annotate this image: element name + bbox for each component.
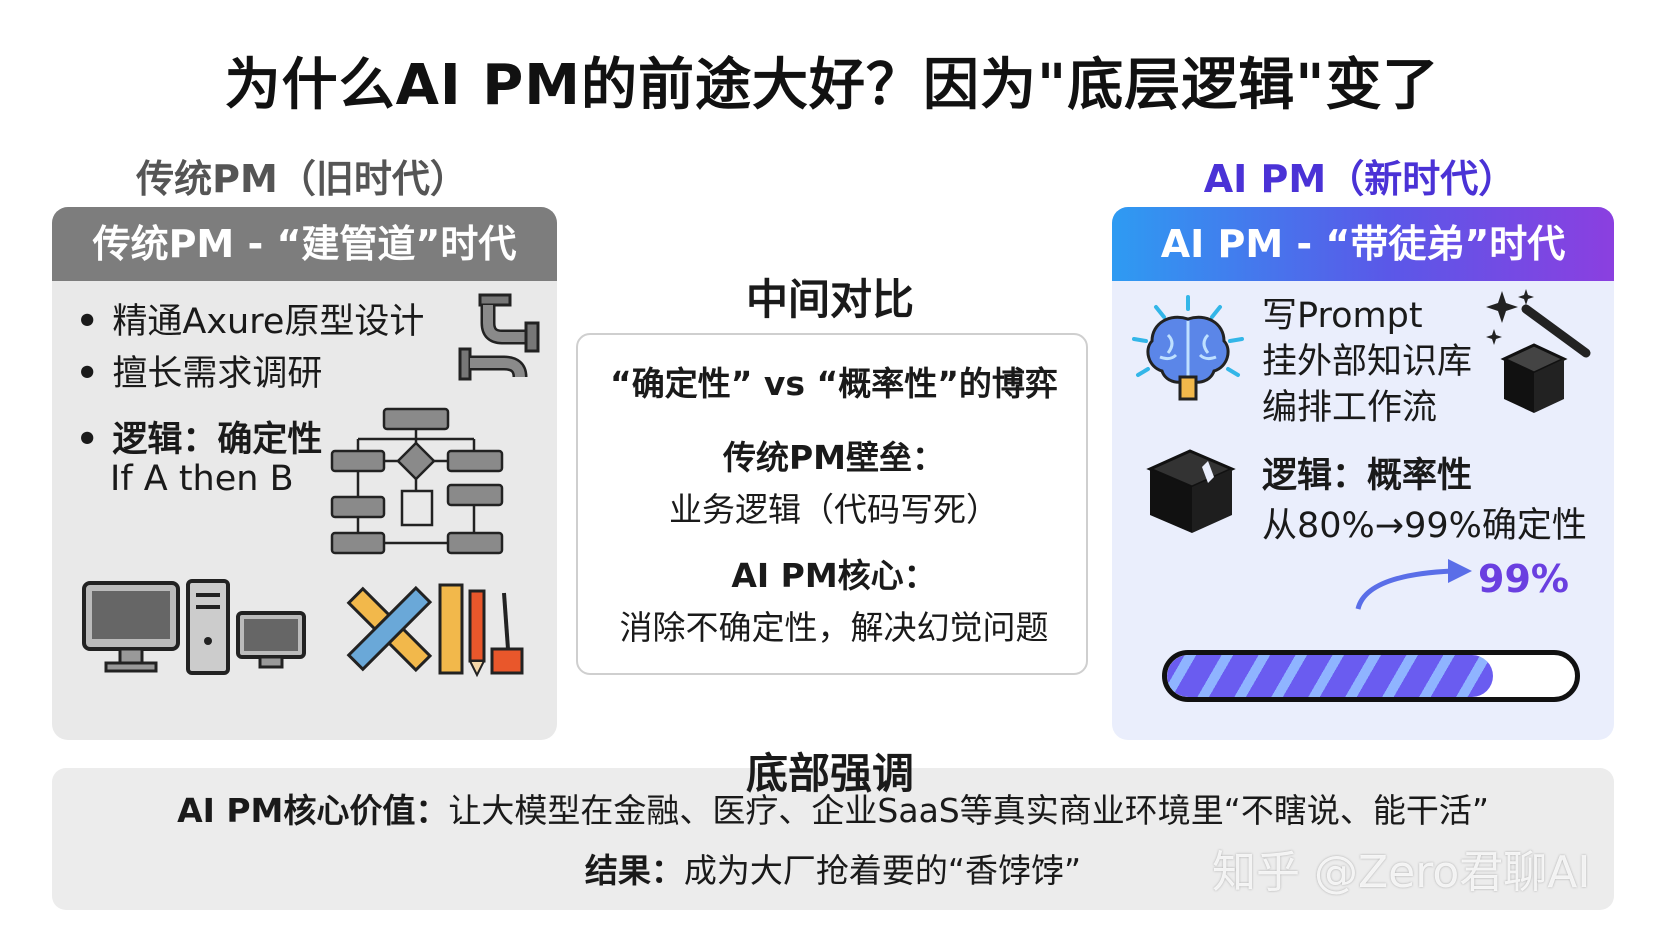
certainty-progress-bar — [1162, 650, 1580, 702]
task-write-prompt: 写Prompt — [1262, 296, 1423, 336]
core-value-line: AI PM核心价值：让大模型在金融、医疗、企业SaaS等真实商业环境里“不瞎说、… — [52, 784, 1614, 832]
traditional-pm-banner: 传统PM - “建管道”时代 — [52, 207, 557, 281]
progress-arrow-icon — [1355, 559, 1472, 610]
bullet-research: •擅长需求调研 — [76, 354, 323, 394]
bottom-emphasis-box: AI PM核心价值：让大模型在金融、医疗、企业SaaS等真实商业环境里“不瞎说、… — [52, 768, 1614, 910]
pipe-icon — [458, 293, 540, 381]
traditional-barrier-label: 传统PM壁垒： — [722, 438, 946, 477]
result-line: 结果：成为大厂抢着要的“香饽饽” — [52, 844, 1614, 892]
right-logic-label: 逻辑：概率性 — [1262, 456, 1473, 496]
comparison-subtitle: “确定性” vs “概率性”的博弈 — [610, 364, 1058, 403]
design-tools-icon — [346, 583, 524, 678]
task-knowledge-base: 挂外部知识库 — [1262, 342, 1473, 382]
ai-core-value: 消除不确定性，解决幻觉问题 — [619, 608, 1049, 647]
brain-icon — [1132, 295, 1244, 401]
bottom-heading: 底部强调 — [745, 749, 914, 798]
bullet-research-text: 擅长需求调研 — [112, 354, 323, 394]
comparison-box: “确定性” vs “概率性”的博弈 传统PM壁垒： 业务逻辑（代码写死） AI … — [576, 333, 1088, 675]
watermark: 知乎 @Zero君聊AI — [1212, 847, 1591, 898]
ai-core-label: AI PM核心： — [731, 556, 937, 595]
ai-pm-panel: AI PM - “带徒弟”时代 写Prompt 挂外部知识库 编排工作流 — [1112, 207, 1614, 740]
result-label: 结果： — [584, 851, 684, 890]
left-logic-label: 逻辑：确定性 — [112, 420, 323, 460]
page-title: 为什么AI PM的前途大好？因为"底层逻辑"变了 — [224, 53, 1440, 118]
core-value-text: 让大模型在金融、医疗、企业SaaS等真实商业环境里“不瞎说、能干活” — [448, 791, 1489, 830]
bullet-axure-text: 精通Axure原型设计 — [112, 302, 425, 342]
left-heading: 传统PM（旧时代） — [136, 157, 468, 201]
middle-heading: 中间对比 — [745, 275, 914, 324]
package-box-icon — [1146, 449, 1236, 533]
right-heading: AI PM（新时代） — [1203, 157, 1517, 201]
task-workflow: 编排工作流 — [1262, 388, 1438, 428]
bullet-axure: •精通Axure原型设计 — [76, 302, 425, 342]
magic-box-icon — [1486, 289, 1591, 413]
core-value-label: AI PM核心价值： — [177, 791, 449, 830]
computer-icon — [82, 579, 306, 675]
traditional-barrier-value: 业务逻辑（代码写死） — [669, 490, 999, 529]
right-logic-detail: 从80%→99%确定性 — [1262, 506, 1587, 546]
progress-percent-label: 99% — [1478, 557, 1569, 601]
flowchart-icon — [330, 407, 504, 555]
certainty-progress-fill — [1167, 655, 1494, 697]
bullet-logic: •逻辑：确定性 — [76, 420, 323, 460]
result-text: 成为大厂抢着要的“香饽饽” — [683, 851, 1082, 890]
traditional-pm-panel: 传统PM - “建管道”时代 •精通Axure原型设计 •擅长需求调研 •逻辑：… — [52, 207, 557, 740]
left-logic-example: If A then B — [110, 459, 294, 499]
ai-pm-banner: AI PM - “带徒弟”时代 — [1112, 207, 1614, 281]
